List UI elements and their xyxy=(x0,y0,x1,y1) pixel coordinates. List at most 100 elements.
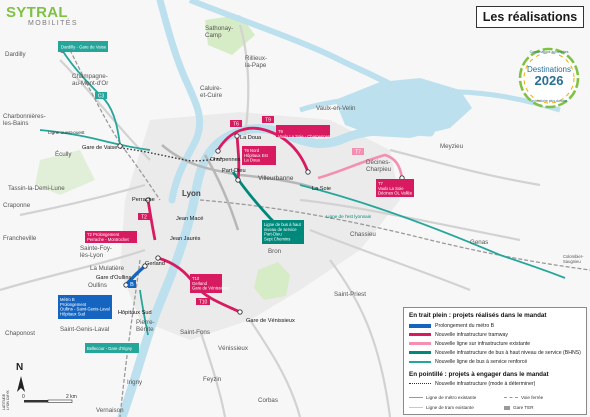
legend-foot-rail: Voie ferrée xyxy=(504,395,543,400)
line-badge-t10: T10 xyxy=(196,298,210,306)
badge-name: Destinations xyxy=(526,65,572,74)
bus-line-east xyxy=(299,184,566,279)
place-stefoy: Sainte-Foy-lès-Lyon xyxy=(80,245,112,259)
badge-arc-bottom: un territoire plus durable xyxy=(530,99,568,103)
svg-text:T7: T7 xyxy=(355,150,361,156)
north-arrow-icon xyxy=(17,376,25,392)
bus-line-charbonnieres-ecully xyxy=(39,129,151,151)
legend-solid-title: En trait plein : projets réalisés dans l… xyxy=(409,312,547,319)
tram-t2-ext xyxy=(146,199,157,241)
tram-t7 xyxy=(317,153,404,180)
north-label: N xyxy=(16,362,24,373)
stop-gare-venissieux: Gare de Vénissieux xyxy=(246,318,295,324)
legend-foot-metro: Ligne de métro existante xyxy=(409,395,476,400)
svg-text:Dardilly - Gare de Vaise: Dardilly - Gare de Vaise xyxy=(61,45,107,50)
legend-item-future: Nouvelle infrastructure (mode à détermin… xyxy=(409,380,535,387)
svg-text:T9: T9 xyxy=(265,118,271,124)
river-north xyxy=(188,0,402,93)
place-meyzieu: Meyzieu xyxy=(440,143,464,150)
place-vaulx: Vaulx-en-Velin xyxy=(316,105,356,112)
stop-perrache: Perrache xyxy=(132,197,155,203)
line-badge-t7: T7 xyxy=(352,148,364,156)
place-genas: Genas xyxy=(470,239,488,246)
place-dardilly: Dardilly xyxy=(5,51,27,58)
place-caluire: Caluire-et-Cuire xyxy=(200,85,223,99)
river-rhone xyxy=(117,124,435,417)
place-tassin: Tassin-la-Demi-Lune xyxy=(8,185,65,192)
logo-subtitle: MOBILITÉS xyxy=(28,20,78,27)
future-west xyxy=(119,147,223,162)
stop-charpennes: Charpennes xyxy=(210,157,241,163)
place-rillieux: Rillieux-la-Pape xyxy=(245,55,267,69)
latitude-brand: LATITUDE LYON CMYK xyxy=(2,390,10,410)
legend-item-bus: Nouvelle ligne de bus à service renforcé xyxy=(409,358,527,365)
callout-sud: Bellecour - Gare d'Irigny xyxy=(85,343,139,353)
label-ligne-est: Ligne de l'est lyonnais xyxy=(326,214,372,219)
stop-gare-vaise: Gare de Vaise xyxy=(82,145,117,151)
place-decines: Décines-Charpieu xyxy=(366,159,392,173)
page-title: Les réalisations xyxy=(476,6,584,28)
scale-zero: 0 xyxy=(22,394,25,400)
place-vernaison: Vernaison xyxy=(96,407,124,414)
svg-text:B: B xyxy=(130,282,134,288)
stop-jean-jaures: Jean Jaurès xyxy=(170,236,201,242)
place-oullins: Oullins xyxy=(88,282,107,289)
scale-bar xyxy=(24,399,73,403)
svg-text:Bellecour - Gare d'Irigny: Bellecour - Gare d'Irigny xyxy=(87,346,133,351)
legend-item-metro-b: Prolongement du métro B xyxy=(409,322,494,329)
place-craponne: Craponne xyxy=(3,202,31,209)
badge-arc-top: Concertations accomplies xyxy=(529,50,569,54)
legend-item-tram-infra: Nouvelle infrastructure tramway xyxy=(409,331,508,338)
place-colombier: Colombier-Saugnieu xyxy=(563,254,584,264)
svg-text:T2: T2 xyxy=(141,215,147,221)
legend-foot-ter: Gare TER xyxy=(504,405,534,410)
legend-item-bhns: Nouvelle infrastructure de bus à haut ni… xyxy=(409,349,581,356)
tram-t9 xyxy=(216,126,310,173)
green-area-north xyxy=(205,15,255,55)
legend-item-tram-existing: Nouvelle ligne sur infrastructure exista… xyxy=(409,340,530,347)
river-saone xyxy=(156,0,204,204)
place-bron: Bron xyxy=(268,248,282,255)
line-badge-c3: C3 xyxy=(95,92,107,100)
place-feyzin: Feyzin xyxy=(203,376,222,383)
place-corbas: Corbas xyxy=(258,397,278,404)
svg-text:T6: T6 xyxy=(233,122,239,128)
badge-year: 2026 xyxy=(534,73,564,88)
place-charbonnieres: Charbonnières-les-Bains xyxy=(3,113,46,127)
stop-hopitaux-sud: Hôpitaux Sud xyxy=(118,310,152,316)
callout-dardilly: Dardilly - Gare de Vaise xyxy=(58,41,108,52)
place-irigny: Irigny xyxy=(127,379,143,386)
place-chaponost: Chaponost xyxy=(5,330,35,337)
logo-wordmark: SYTRAL xyxy=(6,4,68,21)
legend-foot-tram: Ligne de tram existante xyxy=(409,405,474,410)
place-lyon: Lyon xyxy=(182,189,201,198)
place-venissieux: Vénissieux xyxy=(218,345,249,352)
line-badge-t6: T6 xyxy=(230,120,242,128)
place-stpriest: Saint-Priest xyxy=(334,291,366,298)
tram-t6-nord xyxy=(235,134,241,181)
bus-line-dardilly-vaise xyxy=(61,49,121,146)
sytral-logo: SYTRAL MOBILITÉS xyxy=(6,4,86,30)
road-network xyxy=(0,24,541,417)
place-stgenis: Saint-Genis-Laval xyxy=(60,326,109,333)
stop-gare-oullins: Gare d'Oullins xyxy=(96,275,131,281)
stop-jean-mace: Jean Macé xyxy=(176,216,203,222)
badge-ring-icon xyxy=(518,47,580,109)
place-chassieu: Chassieu xyxy=(350,231,376,238)
line-badge-t2: T2 xyxy=(138,213,150,221)
svg-text:C3: C3 xyxy=(98,94,105,100)
scale-two-km: 2 km xyxy=(66,394,77,400)
line-badge-t9: T9 xyxy=(262,116,274,124)
place-champagne: Champagne-au-Mont-d'Or xyxy=(72,73,108,87)
